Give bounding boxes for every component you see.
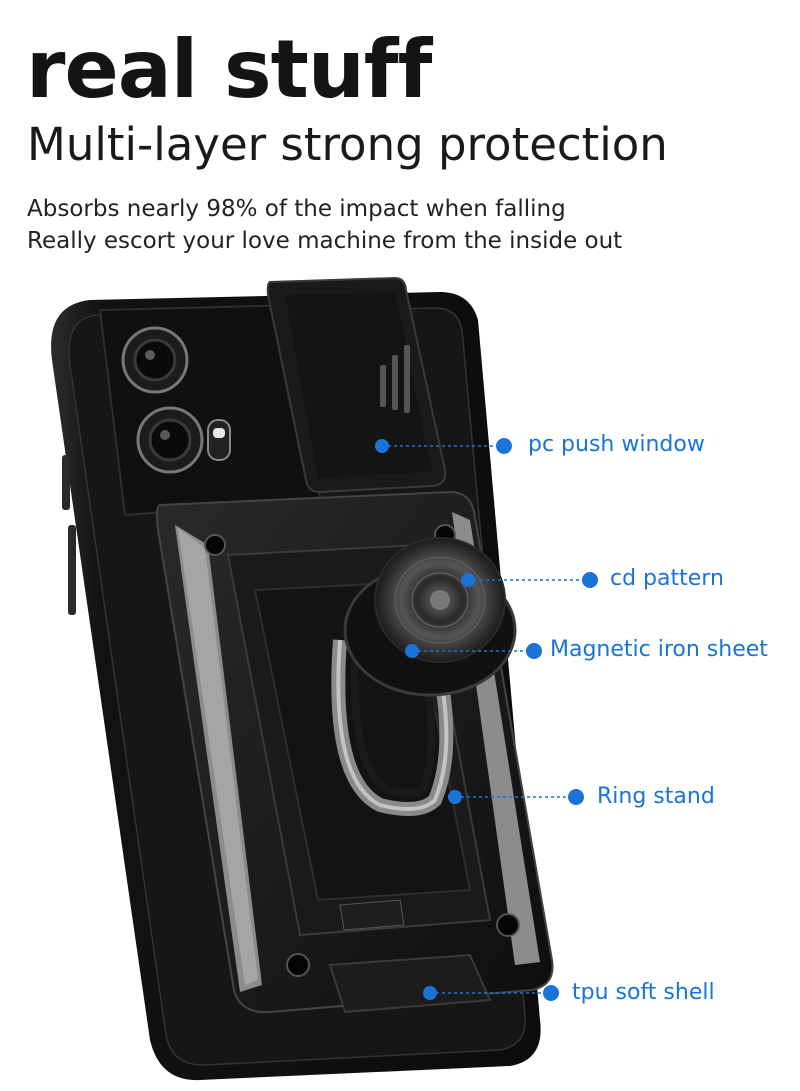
callout-label-tpu-soft-shell: tpu soft shell [572,980,715,1005]
description-line-1: Absorbs nearly 98% of the impact when fa… [27,196,566,222]
subheadline: Multi-layer strong protection [27,118,668,171]
cd-pattern-disc [343,537,517,697]
callout-label-cd-pattern: cd pattern [610,566,724,591]
callout-label-pc-push-window: pc push window [528,432,705,457]
callout-label-magnetic-iron-sheet: Magnetic iron sheet [550,637,768,662]
callout-leaders [382,445,590,994]
description-line-2: Really escort your love machine from the… [27,228,623,254]
callout-label-ring-stand: Ring stand [597,784,715,809]
camera-module [98,303,322,517]
callout-dots [375,438,598,1001]
ring-stand [331,628,454,816]
headline: real stuff [26,23,432,116]
pc-push-window-slider [266,276,447,494]
